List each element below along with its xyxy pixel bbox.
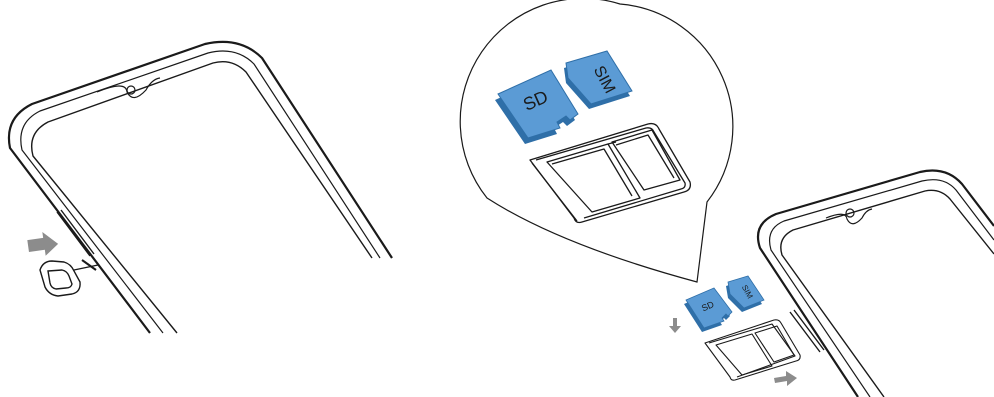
sim-card-small: SIM <box>726 276 764 312</box>
left-phone <box>9 42 392 333</box>
left-phone-inner-edge <box>21 51 380 333</box>
right-phone <box>758 171 994 397</box>
arrow-down-icon <box>669 318 681 333</box>
zoom-callout-bubble <box>460 0 733 282</box>
sim-tray-large <box>530 124 690 223</box>
right-phone-screen <box>781 190 994 397</box>
sd-card-small: SD <box>684 288 732 332</box>
left-phone-screen <box>32 62 372 333</box>
sd-card-large: SD <box>495 70 578 144</box>
sim-eject-pin-icon <box>40 261 98 296</box>
arrow-right-icon <box>774 371 797 386</box>
arrow-right-icon <box>26 230 59 258</box>
sim-tray-small <box>705 320 800 380</box>
sim-card-large: SIM <box>564 51 632 109</box>
